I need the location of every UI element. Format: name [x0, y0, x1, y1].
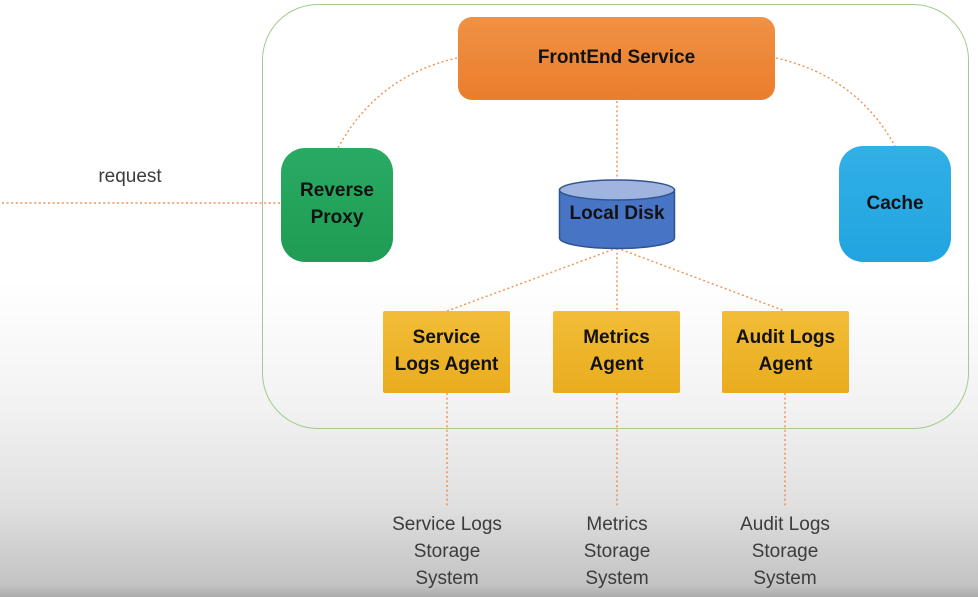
node-service-logs-agent: Service Logs Agent [383, 311, 510, 393]
connector-frontend-to-cache [775, 57, 896, 147]
disk-cylinder-top [558, 179, 676, 201]
metrics-storage-label: Metrics Storage System [583, 514, 651, 589]
node-cache: Cache [839, 146, 951, 262]
disk-cylinder-body [558, 189, 676, 250]
node-frontend-service: FrontEnd Service [458, 17, 775, 100]
audit-logs-storage-label: Audit Logs Storage System [740, 514, 830, 589]
system-boundary-frame [262, 4, 969, 429]
node-metrics-agent: Metrics Agent [553, 311, 680, 393]
connector-frontend-to-reverse-proxy [337, 57, 458, 149]
request-label: request [98, 166, 162, 187]
local-disk-label: Local Disk [569, 203, 665, 224]
service-logs-storage-label: Service Logs Storage System [392, 514, 502, 589]
node-local-disk: Local Disk [558, 179, 676, 250]
disk-cylinder-icon [558, 179, 676, 250]
node-audit-logs-agent: Audit Logs Agent [722, 311, 849, 393]
node-reverse-proxy: Reverse Proxy [281, 148, 393, 262]
